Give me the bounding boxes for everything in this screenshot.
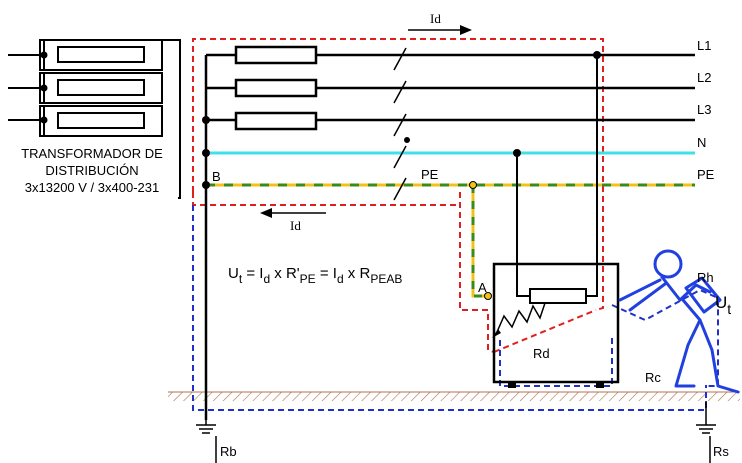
transformer-windings [8,39,181,199]
label-pe: PE [697,167,715,182]
ground-hatch [168,392,740,401]
current-arrow-bottom [260,208,326,218]
transformer-title-line1: TRANSFORMADOR DE [21,146,163,161]
label-l3: L3 [697,102,711,117]
earth-electrode-rs [696,401,716,463]
phase-lines [206,45,695,131]
transformer-title-line3: 3x13200 V / 3x400-231 [25,180,159,195]
label-pe-mid: PE [421,167,439,182]
earth-electrode-rb [196,401,217,463]
label-rd: Rd [533,346,550,361]
return-loop-path [192,205,719,411]
label-point-a: A [478,280,487,295]
equipment-enclosure [492,262,620,384]
current-arrow-top [408,25,472,35]
label-rh: Rh [697,270,714,285]
label-id-bottom: Id [290,218,301,233]
label-l2: L2 [697,70,711,85]
label-rs: Rs [713,444,729,459]
conductor-slashes [393,47,407,201]
label-id-top: Id [430,11,441,26]
label-point-b: B [212,169,221,184]
person-figure [618,249,740,394]
label-rc: Rc [645,370,661,385]
fault-arc [496,302,546,333]
label-rb: Rb [220,444,237,459]
point-a-dot [484,292,492,300]
label-n: N [697,135,706,150]
fault-loop-path [192,38,604,353]
load-resistor [529,288,587,304]
label-l1: L1 [697,38,711,53]
equation: Ut = Id x R'PE = Id x RPEAB [228,265,402,286]
transformer-title-line2: DISTRIBUCIÓN [45,163,138,178]
touch-voltage-label: Ut [715,293,731,317]
